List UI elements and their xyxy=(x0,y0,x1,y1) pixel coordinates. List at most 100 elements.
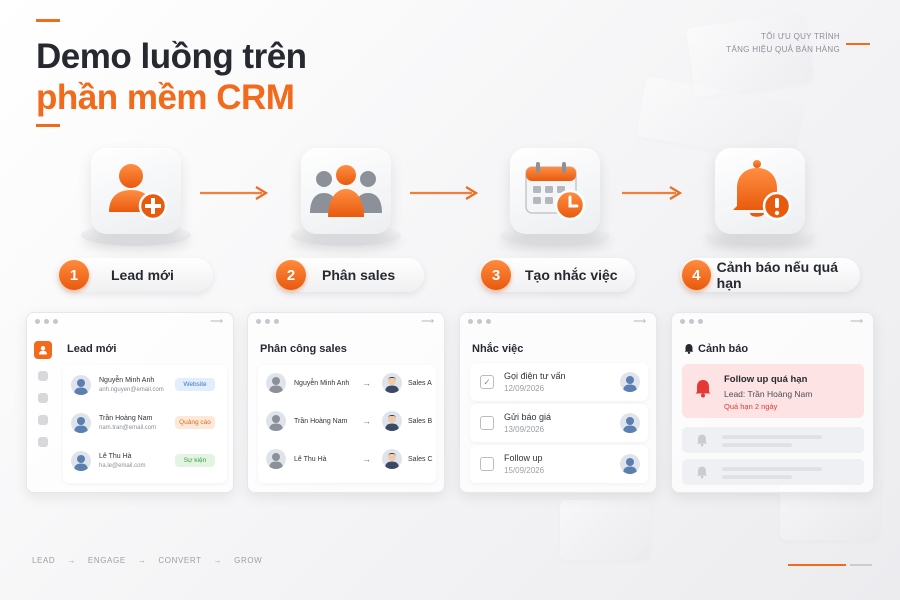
footer-step: GROW xyxy=(234,556,263,565)
arrow-right-icon: → xyxy=(362,378,371,388)
sidebar-item[interactable] xyxy=(38,371,48,381)
lead-email: anh.nguyen@email.com xyxy=(99,387,164,393)
panel-title: Lead mới xyxy=(67,343,117,355)
placeholder-line xyxy=(722,443,792,447)
source-badge: Sự kiện xyxy=(175,454,215,467)
avatar xyxy=(71,413,91,433)
sidebar-item-leads[interactable] xyxy=(34,341,52,359)
task-date: 15/09/2026 xyxy=(504,466,545,475)
arrow-right-icon: ⟶ xyxy=(633,316,646,326)
lead-window: ⟶ Lead mới Nguyễn Minh Anh anh.nguyen@em… xyxy=(26,312,234,493)
alert-lead: Lead: Trần Hoàng Nam xyxy=(724,389,813,399)
panel-title: Cảnh báo xyxy=(698,343,749,355)
step-4-tile xyxy=(715,148,805,234)
lead-name: Lê Thu Hà xyxy=(99,453,132,460)
bell-icon xyxy=(697,466,707,479)
footer-arrow: → xyxy=(137,556,147,565)
avatar xyxy=(266,373,286,393)
calendar-clock-icon xyxy=(525,162,586,221)
placeholder-line xyxy=(722,435,822,439)
assignee-avatar xyxy=(620,454,640,474)
alert-title: Follow up quá hạn xyxy=(724,374,808,385)
footer-arrow: → xyxy=(213,556,223,565)
tagline-line2: TĂNG HIỆU QUẢ BÁN HÀNG xyxy=(726,45,840,54)
lead-name: Trần Hoàng Nam xyxy=(294,418,348,425)
assignee-avatar xyxy=(620,372,640,392)
footer-step: LEAD xyxy=(32,556,56,565)
window-titlebar: ⟶ xyxy=(248,313,444,331)
source-badge: Website xyxy=(175,378,215,391)
step-number: 1 xyxy=(59,260,89,290)
step-2-tile xyxy=(301,148,391,234)
title-accent-bottom xyxy=(36,124,60,127)
sidebar-item[interactable] xyxy=(38,437,48,447)
source-badge: Quảng cáo xyxy=(175,416,215,429)
step-number: 4 xyxy=(682,260,711,290)
overdue-alert[interactable]: Follow up quá hạn Lead: Trần Hoàng Nam Q… xyxy=(682,364,864,418)
sidebar xyxy=(31,335,55,447)
step-3-tile xyxy=(510,148,600,234)
task-item[interactable]: Follow up 15/09/2026 xyxy=(470,445,648,483)
step-1-pill[interactable]: 1 Lead mới xyxy=(57,258,213,292)
sales-name: Sales C xyxy=(408,456,433,463)
arrow-right-icon: ⟶ xyxy=(850,316,863,326)
task-item[interactable]: ✓ Gọi điện tư vấn 12/09/2026 xyxy=(470,363,648,401)
sales-name: Sales A xyxy=(408,380,432,387)
sales-avatar xyxy=(382,411,402,431)
avatar xyxy=(266,449,286,469)
lead-list: Nguyễn Minh Anh anh.nguyen@email.com Web… xyxy=(63,365,227,483)
arrow-right-icon: → xyxy=(362,416,371,426)
bell-icon xyxy=(697,434,707,447)
sidebar-item[interactable] xyxy=(38,393,48,403)
window-dots xyxy=(680,319,703,324)
lead-email: ha.le@email.com xyxy=(99,463,146,469)
title-accent-top xyxy=(36,19,60,22)
sidebar-item[interactable] xyxy=(38,415,48,425)
window-titlebar: ⟶ xyxy=(27,313,233,331)
step-4-pill[interactable]: 4 Cảnh báo nếu quá hạn xyxy=(680,258,860,292)
task-item[interactable]: Gửi báo giá 13/09/2026 xyxy=(470,404,648,442)
footer-accent-grey xyxy=(850,564,872,566)
bell-alert-icon xyxy=(695,380,711,398)
step-2-pill[interactable]: 2 Phân sales xyxy=(274,258,424,292)
arrow-right-icon xyxy=(410,186,479,200)
lead-name: Trần Hoàng Nam xyxy=(99,415,153,422)
step-label: Phân sales xyxy=(322,267,396,283)
lead-email: nam.tran@email.com xyxy=(99,425,157,431)
placeholder-line xyxy=(722,467,822,471)
arrow-right-icon: → xyxy=(362,454,371,464)
step-3-pill[interactable]: 3 Tạo nhắc việc xyxy=(479,258,635,292)
placeholder-alert xyxy=(682,427,864,453)
lead-name: Nguyễn Minh Anh xyxy=(99,377,155,384)
sales-avatar xyxy=(382,373,402,393)
arrow-right-icon xyxy=(622,186,683,200)
assignee-avatar xyxy=(620,413,640,433)
task-title: Follow up xyxy=(504,453,543,463)
placeholder-alert xyxy=(682,459,864,485)
alert-overdue: Quá hạn 2 ngày xyxy=(724,402,778,411)
window-titlebar: ⟶ xyxy=(672,313,873,331)
footer-step: CONVERT xyxy=(158,556,202,565)
step-number: 2 xyxy=(276,260,306,290)
user-icon xyxy=(39,346,47,355)
user-add-icon xyxy=(109,164,168,221)
step-label: Tạo nhắc việc xyxy=(525,267,618,283)
task-checkbox[interactable]: ✓ xyxy=(480,375,494,389)
lead-name: Nguyễn Minh Anh xyxy=(294,380,350,387)
window-dots xyxy=(35,319,58,324)
arrow-right-icon xyxy=(200,186,269,200)
footer-flow: LEAD → ENGAGE → CONVERT → GROW xyxy=(32,556,262,565)
check-icon: ✓ xyxy=(483,376,491,387)
footer-accent xyxy=(788,564,846,566)
task-checkbox[interactable] xyxy=(480,416,494,430)
step-label: Cảnh báo nếu quá hạn xyxy=(716,259,838,291)
tagline-line1: TỐI ƯU QUY TRÌNH xyxy=(761,32,840,41)
task-date: 13/09/2026 xyxy=(504,425,545,434)
task-checkbox[interactable] xyxy=(480,457,494,471)
assign-window: ⟶ Phân công sales Nguyễn Minh Anh → Sale… xyxy=(247,312,445,493)
tasks-window: ⟶ Nhắc việc ✓ Gọi điện tư vấn 12/09/2026… xyxy=(459,312,657,493)
window-titlebar: ⟶ xyxy=(460,313,656,331)
step-number: 3 xyxy=(481,260,511,290)
team-icon xyxy=(310,165,382,217)
assign-list: Nguyễn Minh Anh → Sales A Trần Hoàng Nam… xyxy=(258,365,436,483)
